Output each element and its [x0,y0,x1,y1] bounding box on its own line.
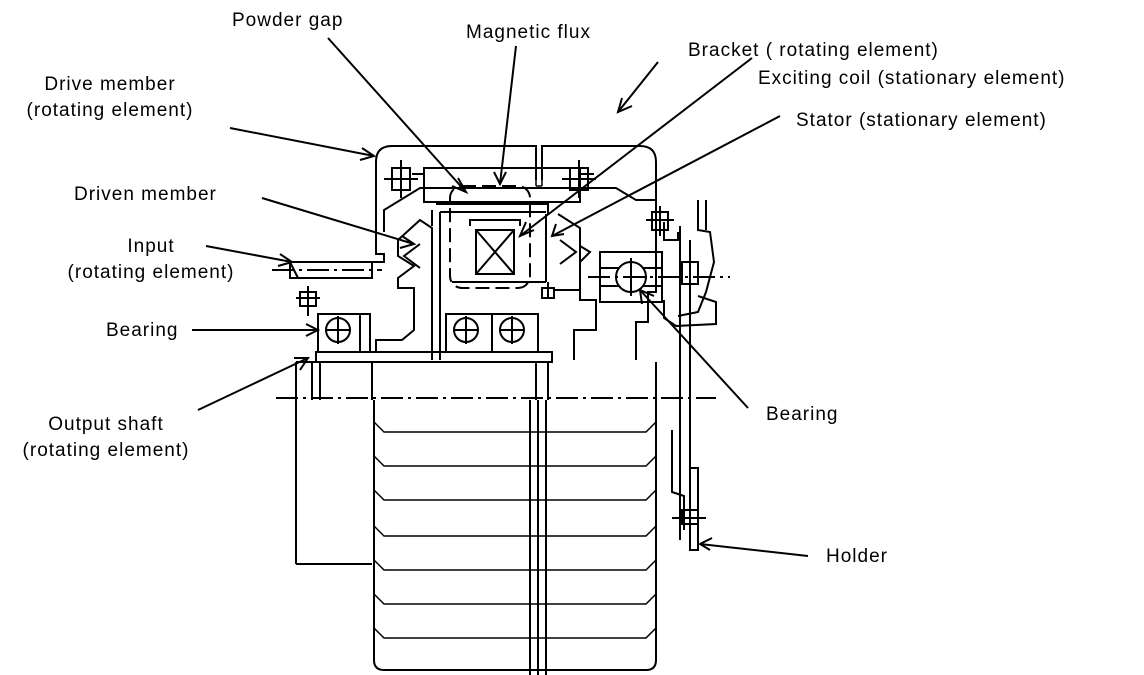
magnetic-flux-path [449,185,531,289]
label-drive-member-line2: (rotating element) [26,100,194,121]
drive-member-shape [375,210,433,360]
label-bearing-right: Bearing [766,404,839,425]
label-bracket: Bracket ( rotating element) [688,40,939,61]
output-shaft-shape [276,351,716,675]
label-magnetic-flux: Magnetic flux [466,22,591,43]
stator-shape [541,213,597,360]
left-bearing [317,313,371,353]
label-input-line2: (rotating element) [67,262,235,283]
label-exciting-coil: Exciting coil (stationary element) [758,68,1066,89]
label-powder-gap: Powder gap [232,10,344,31]
label-drive-member-line1: Drive member [44,74,176,95]
label-output-shaft-line1: Output shaft [48,414,164,435]
bracket-ring [384,160,596,203]
input-shape [272,261,382,316]
label-input-line1: Input [127,236,175,257]
leader-lines [192,37,809,557]
holder-shape [663,200,717,551]
label-stator: Stator (stationary element) [796,110,1047,131]
right-bearing [588,206,730,303]
center-bearings [445,313,539,353]
label-driven-member: Driven member [74,184,217,205]
label-holder: Holder [826,546,888,567]
motor-fins [373,362,657,671]
label-bearing-left: Bearing [106,320,179,341]
label-output-shaft-line2: (rotating element) [22,440,190,461]
driven-member-shape [436,203,549,360]
